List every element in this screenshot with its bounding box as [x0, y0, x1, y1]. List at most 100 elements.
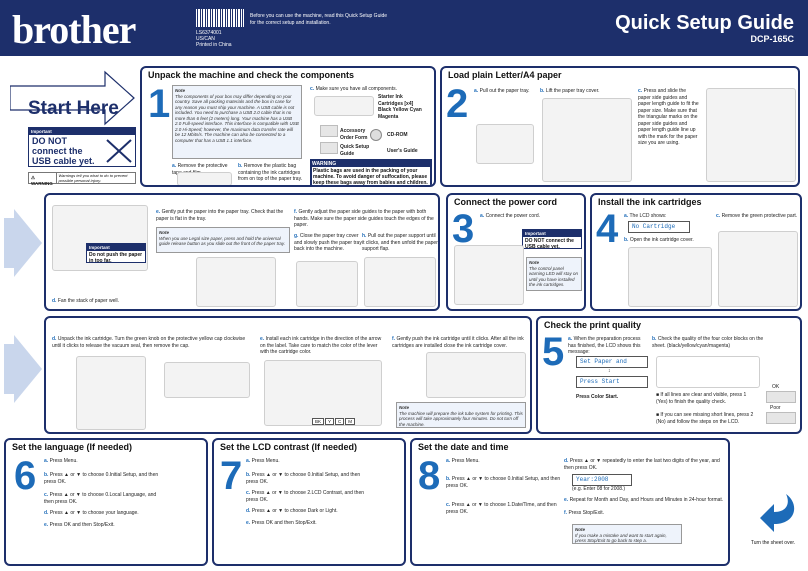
- panel-unpack-title: Unpack the machine and check the compone…: [148, 70, 355, 80]
- brand-logo: brother: [12, 7, 136, 52]
- start-warning: ⚠ WARNING Warnings tell you what to do t…: [28, 172, 136, 186]
- step-number-3: 3: [452, 207, 475, 251]
- continue-arrow-bar-1: [4, 218, 14, 268]
- quality-ok-label: OK: [772, 384, 780, 390]
- warning-label: WARNING: [31, 181, 53, 186]
- date-step-d: d. Press ▲ or ▼ repeatedly to enter the …: [564, 458, 720, 471]
- paper-image-g: [296, 261, 358, 307]
- paper-image-c: [706, 88, 796, 182]
- comp-ink: Starter Ink Cartridges [x4] Black Yellow…: [378, 94, 422, 120]
- power-note: Note The control panel warning LED will …: [526, 257, 582, 291]
- quality-lcd-1: Set Paper and: [576, 356, 648, 368]
- ok-sample-image: [766, 391, 796, 403]
- panel-date-time-title: Set the date and time: [418, 442, 509, 452]
- ink-step-b: b. Open the ink cartridge cover.: [624, 237, 694, 243]
- start-important-label: Important: [29, 128, 135, 135]
- panel-print-quality-title: Check the print quality: [544, 320, 642, 330]
- ink-image-c: [718, 231, 798, 307]
- quality-if-poor: ■ If you can see missing short lines, pr…: [656, 412, 754, 425]
- date-note-label: Note: [575, 527, 585, 532]
- page-title: Quick Setup Guide: [615, 12, 794, 34]
- quality-poor-label: Poor: [770, 405, 781, 411]
- panel-ink-title: Install the ink cartridges: [598, 197, 702, 207]
- ink-step-c: c. Remove the green protective part.: [716, 213, 798, 219]
- quality-sheet-image: [656, 356, 760, 388]
- unpack-warning-text: Plastic bags are used in the packing of …: [312, 167, 430, 185]
- lang-step-b: b. Press ▲ or ▼ to choose 0.Initial Setu…: [44, 472, 159, 485]
- date-step-b: b. Press ▲ or ▼ to choose 0.Initial Setu…: [446, 476, 561, 489]
- continue-arrow-1: [14, 209, 42, 277]
- ink-color-labels: BK Y C M: [312, 418, 356, 425]
- lang-step-a: a. Press Menu.: [44, 458, 78, 464]
- ink-note: Note The machine will prepare the ink tu…: [396, 402, 526, 428]
- ink-image-b: [628, 247, 712, 307]
- paper-step-d: d. Fan the stack of paper well.: [52, 298, 119, 304]
- contrast-step-a: a. Press Menu.: [246, 458, 280, 464]
- panel-contrast: Set the LCD contrast (If needed) 7 a. Pr…: [212, 438, 406, 566]
- panel-load-paper-2: Important Do not push the paper in too f…: [44, 193, 440, 311]
- ink-color-y: Y: [325, 418, 335, 425]
- ink-image-d2: [164, 362, 250, 398]
- intro-text: Before you can use the machine, read thi…: [250, 13, 388, 26]
- ink-step-f: f. Gently push the ink cartridge until i…: [392, 336, 524, 349]
- panel-language-title: Set the language (If needed): [12, 442, 133, 452]
- unpack-note: Note The components of your box may diff…: [172, 85, 302, 159]
- order-form-image: [320, 125, 338, 137]
- paper-step-c: c. Press and slide the paper side guides…: [638, 88, 699, 146]
- power-important-text: DO NOT connect the USB cable yet.: [525, 238, 574, 250]
- paper-step-b: b. Lift the paper tray cover.: [540, 88, 600, 94]
- ink-step-e: e. Install each ink cartridge in the dir…: [260, 336, 382, 355]
- quality-step-b: b. Check the quality of the four color b…: [652, 336, 764, 349]
- doc-printed: Printed in China: [196, 42, 232, 48]
- start-arrow: [9, 68, 135, 128]
- model-number: DCP-165C: [750, 34, 794, 44]
- power-note-label: Note: [529, 260, 539, 265]
- panel-power: Connect the power cord 3 a. Connect the …: [446, 193, 586, 311]
- unpack-warning: WARNING Plastic bags are used in the pac…: [310, 159, 432, 185]
- ink-color-c: C: [335, 418, 345, 425]
- date-example: (e.g. Enter 08 for 2008.): [572, 486, 626, 492]
- start-important-box: Important DO NOT connect the USB cable y…: [28, 127, 136, 167]
- panel-print-quality: Check the print quality 5 a. When the pr…: [536, 316, 802, 434]
- contrast-step-c: c. Press ▲ or ▼ to choose 2.LCD Contrast…: [246, 490, 365, 503]
- no-usb-icon: [106, 139, 132, 163]
- header-bar: [0, 0, 808, 56]
- step-number-2: 2: [446, 82, 469, 126]
- continue-arrow-2: [14, 335, 42, 403]
- panel-date-time: Set the date and time 8 a. Press Menu. b…: [410, 438, 730, 566]
- panel-unpack: Unpack the machine and check the compone…: [140, 66, 436, 187]
- date-step-e: e. Repeat for Month and Day, and Hours a…: [564, 497, 724, 503]
- contrast-step-e: e. Press OK and then Stop/Exit.: [246, 520, 317, 526]
- start-title: Start Here: [28, 98, 119, 119]
- turn-over-icon: [760, 494, 795, 532]
- step-number-1: 1: [148, 82, 171, 126]
- ink-step-a: a. The LCD shows:: [624, 213, 667, 219]
- date-step-a: a. Press Menu.: [446, 458, 480, 464]
- step-number-4: 4: [596, 207, 619, 251]
- paper-step-f: f. Gently adjust the paper side guides t…: [294, 209, 434, 228]
- quality-if-ok: ■ If all lines are clear and visible, pr…: [656, 392, 747, 405]
- contrast-step-b: b. Press ▲ or ▼ to choose 0.Initial Setu…: [246, 472, 361, 485]
- power-important-box: Important DO NOT connect the USB cable y…: [522, 229, 582, 250]
- paper-image-e: [196, 257, 276, 307]
- lang-step-d: d. Press ▲ or ▼ to choose your language.: [44, 510, 139, 516]
- note-label: Note: [175, 88, 185, 93]
- paper-note-text: When you use Legal size paper, press and…: [159, 235, 285, 247]
- qsg-image: [320, 142, 338, 154]
- date-step-f: f. Press Stop/Exit.: [564, 510, 605, 516]
- continue-arrow-bar-2: [4, 344, 14, 394]
- paper-step-h: h. Pull out the paper support until it c…: [362, 233, 438, 252]
- paper-image-h: [364, 257, 436, 307]
- power-step-a: a. Connect the power cord.: [480, 213, 541, 219]
- start-important-text: DO NOT connect the USB cable yet.: [32, 136, 95, 166]
- paper-note-label: Note: [159, 230, 169, 235]
- panel-contrast-title: Set the LCD contrast (If needed): [220, 442, 358, 452]
- contrast-step-d: d. Press ▲ or ▼ to choose Dark or Light.: [246, 508, 338, 514]
- paper-image-a: [476, 124, 534, 164]
- cd-icon: [370, 129, 382, 141]
- doc-id: LS6374001: [196, 30, 222, 36]
- paper-note: Note When you use Legal size paper, pres…: [156, 227, 290, 253]
- warning-badge: ⚠ WARNING: [29, 173, 58, 186]
- step-number-8: 8: [418, 454, 441, 498]
- power-image: [454, 245, 524, 305]
